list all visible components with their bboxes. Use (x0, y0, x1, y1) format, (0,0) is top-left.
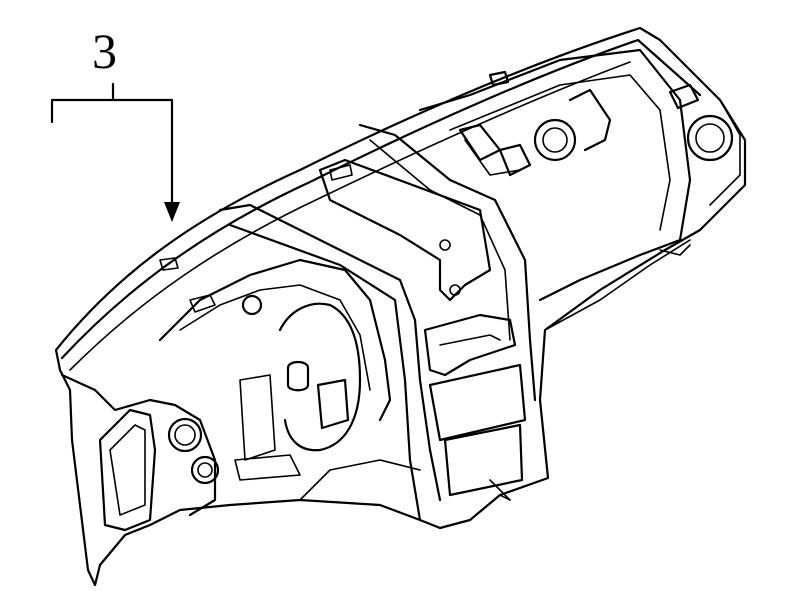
left-end-cap (60, 373, 217, 517)
passenger-airbag-area (418, 48, 692, 302)
panel-outer-body (54, 26, 747, 587)
center-controls (423, 313, 517, 377)
left-vent-lower (190, 455, 220, 485)
callout-number: 3 (92, 23, 117, 79)
center-stack-frame (218, 203, 442, 502)
right-vent (686, 114, 734, 162)
instrument-panel-illustration (54, 26, 747, 587)
steering-opening (278, 302, 362, 452)
left-vent-outer (167, 417, 203, 453)
center-vent (533, 118, 577, 162)
center-bracket (318, 158, 492, 302)
cluster-knob (241, 294, 263, 316)
cluster-hood (158, 258, 392, 422)
callout-leader (50, 82, 180, 222)
leader-arrowhead (164, 202, 180, 222)
panel-top-edge (60, 38, 702, 360)
